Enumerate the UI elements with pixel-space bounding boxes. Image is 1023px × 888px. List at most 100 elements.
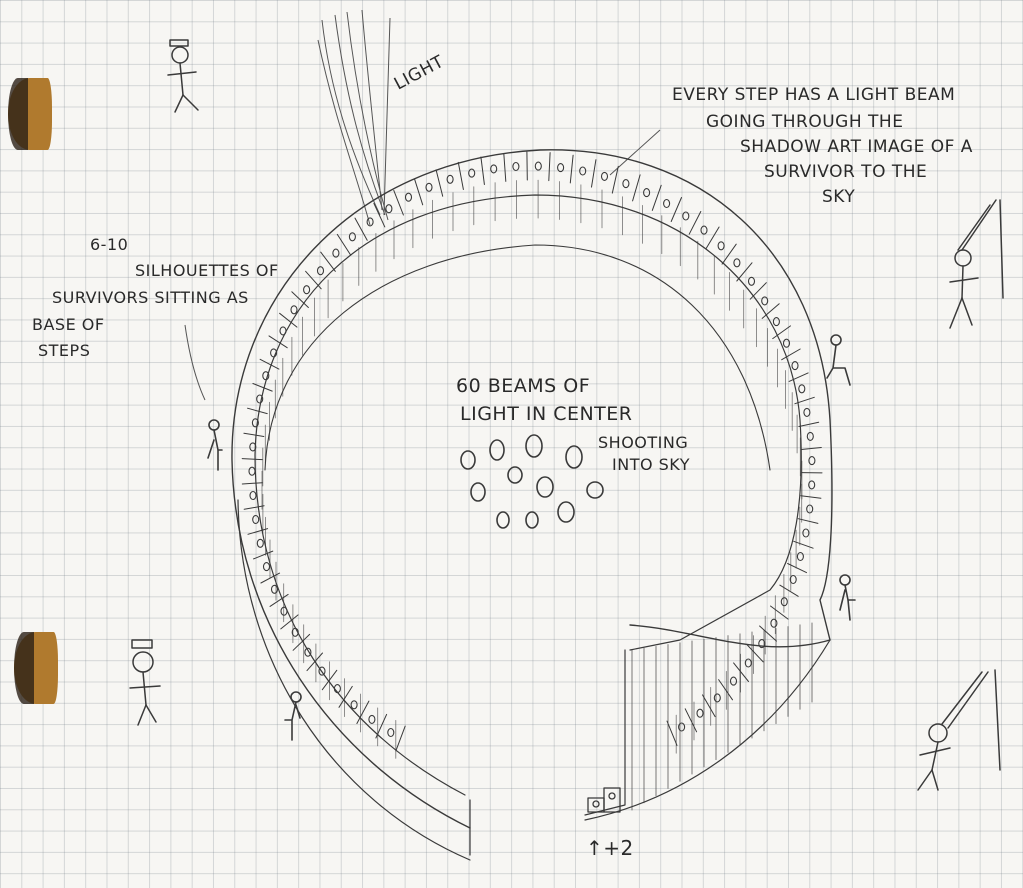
step-divider xyxy=(269,336,287,348)
step-divider xyxy=(260,359,279,369)
step-light-circle xyxy=(272,585,278,593)
step-divider xyxy=(242,483,262,484)
step-light-circle xyxy=(679,723,685,731)
step-divider xyxy=(504,154,506,182)
svg-text:6-10: 6-10 xyxy=(90,235,128,254)
step-light-circle xyxy=(280,327,286,335)
step-light-circle xyxy=(333,249,339,257)
step-light-circle xyxy=(535,162,541,170)
step-divider xyxy=(633,175,641,201)
step-light-circle xyxy=(580,167,586,175)
beam-circle xyxy=(490,440,504,460)
step-divider xyxy=(481,157,485,185)
step-light-circle xyxy=(807,432,813,440)
svg-text:INTO SKY: INTO SKY xyxy=(612,455,690,474)
step-divider xyxy=(799,422,819,426)
step-light-circle xyxy=(797,553,803,561)
beam-circle xyxy=(471,483,485,501)
stick-figure-bottom-left xyxy=(130,640,160,725)
step-light-circle xyxy=(697,709,703,717)
step-light-circle xyxy=(799,385,805,393)
step-divider xyxy=(415,179,423,205)
svg-text:60 BEAMS OF: 60 BEAMS OF xyxy=(456,375,590,397)
step-light-circle xyxy=(683,212,689,220)
step-divider xyxy=(280,313,297,327)
label-center-beams: 60 BEAMS OF LIGHT IN CENTER xyxy=(456,375,633,425)
label-every-step: EVERY STEP HAS A LIGHT BEAM GOING THROUG… xyxy=(672,85,973,207)
step-light-circle xyxy=(558,164,564,172)
label-light: LIGHT xyxy=(391,52,448,95)
step-light-circle xyxy=(809,457,815,465)
beam-circle xyxy=(537,477,553,497)
step-light-circle xyxy=(602,172,608,180)
svg-text:SILHOUETTES OF: SILHOUETTES OF xyxy=(135,261,279,280)
step-light-circle xyxy=(291,306,297,314)
step-light-circle xyxy=(264,563,270,571)
step-divider xyxy=(762,304,779,319)
step-light-circle xyxy=(734,259,740,267)
step-divider xyxy=(798,519,818,524)
step-light-circle xyxy=(807,505,813,513)
svg-text:GOING THROUGH THE: GOING THROUGH THE xyxy=(706,112,903,132)
step-divider xyxy=(244,506,264,510)
step-divider xyxy=(248,408,268,413)
svg-text:LIGHT IN CENTER: LIGHT IN CENTER xyxy=(460,403,633,425)
step-divider xyxy=(436,170,443,196)
step-light-circle xyxy=(714,694,720,702)
step-divider xyxy=(244,433,264,436)
label-shooting: SHOOTING INTO SKY xyxy=(598,433,690,474)
step-light-circle xyxy=(749,277,755,285)
beam-circle xyxy=(526,512,538,528)
ring-steps xyxy=(242,152,822,751)
step-light-circle xyxy=(369,715,375,723)
step-light-circle xyxy=(804,408,810,416)
step-light-circle xyxy=(334,685,340,693)
step-divider xyxy=(780,585,798,596)
step-light-circle xyxy=(257,539,263,547)
beam-circle xyxy=(566,446,582,468)
center-beam-cluster xyxy=(461,435,603,528)
stick-figure-with-light-bottom-right xyxy=(918,670,1000,790)
step-light-circle xyxy=(718,242,724,250)
step-divider xyxy=(570,155,573,183)
step-light-circle xyxy=(304,286,310,294)
step-divider xyxy=(270,594,288,606)
step-light-circle xyxy=(386,205,392,213)
beam-circle xyxy=(508,467,522,483)
ring-wall-hatching xyxy=(262,180,812,810)
step-light-circle xyxy=(792,362,798,370)
step-divider xyxy=(549,153,550,181)
seated-silhouette-bottom-left xyxy=(285,692,301,740)
label-entrance: ↑+2 xyxy=(586,836,634,860)
step-light-circle xyxy=(351,701,357,709)
step-light-circle xyxy=(491,165,497,173)
step-divider xyxy=(394,190,404,215)
step-divider xyxy=(248,529,268,535)
beam-circle xyxy=(497,512,509,528)
step-light-circle xyxy=(349,233,355,241)
step-light-circle xyxy=(664,200,670,208)
beam-circle xyxy=(461,451,475,469)
step-light-circle xyxy=(731,677,737,685)
svg-text:SHOOTING: SHOOTING xyxy=(598,433,688,452)
svg-text:SKY: SKY xyxy=(822,187,855,207)
seated-silhouette-left xyxy=(208,420,222,470)
step-light-circle xyxy=(623,180,629,188)
step-light-circle xyxy=(513,163,519,171)
step-divider xyxy=(242,459,262,460)
seated-silhouette-bottom-right xyxy=(840,575,855,620)
beam-circle xyxy=(558,502,574,522)
step-light-circle xyxy=(701,226,707,234)
step-light-circle xyxy=(253,516,259,524)
svg-text:BASE OF: BASE OF xyxy=(32,315,105,334)
step-divider xyxy=(396,726,405,751)
svg-text:SURVIVOR TO THE: SURVIVOR TO THE xyxy=(764,162,927,182)
stick-figure-with-light-right xyxy=(950,200,1003,328)
step-divider xyxy=(760,626,777,641)
step-divider xyxy=(706,227,719,248)
seated-silhouette-right xyxy=(827,335,850,385)
beam-circle xyxy=(587,482,603,498)
step-light-circle xyxy=(784,339,790,347)
